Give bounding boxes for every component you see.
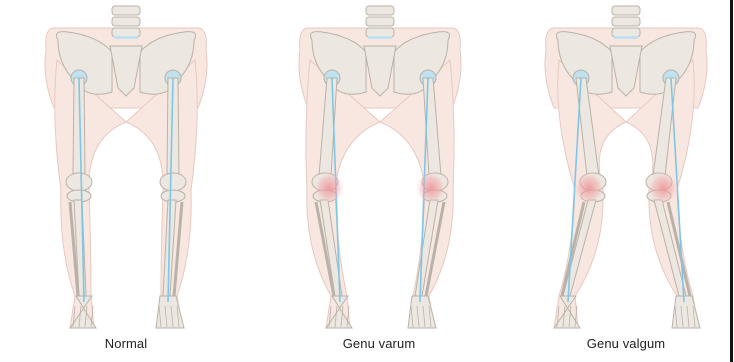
vertebra-bone: [112, 17, 140, 26]
disc: [368, 36, 392, 39]
label-genu-varum: Genu varum: [299, 336, 459, 351]
disc: [114, 36, 138, 39]
right-foot-bones: [408, 296, 436, 328]
right-knee-inflammation: [415, 171, 447, 205]
figure-normal: [45, 6, 207, 328]
vertebra-bone: [612, 17, 640, 26]
right-knee-condyle: [160, 173, 186, 191]
vertebra-bone: [112, 6, 140, 15]
label-genu-valgum: Genu valgum: [546, 336, 706, 351]
vertebra-bone: [612, 6, 640, 15]
vertebra-bone: [612, 28, 640, 37]
border-line: [730, 0, 733, 362]
right-foot-bones: [672, 296, 700, 328]
left-knee-inflammation: [573, 171, 605, 205]
right-foot-bones: [156, 296, 184, 328]
left-knee-condyle: [66, 173, 92, 191]
figure-genu-valgum: [545, 6, 707, 328]
vertebra-bone: [366, 28, 394, 37]
figure-genu-varum: [299, 6, 461, 328]
vertebra-bone: [366, 17, 394, 26]
label-normal: Normal: [46, 336, 206, 351]
disc: [614, 36, 638, 39]
vertebra-bone: [112, 28, 140, 37]
right-knee-inflammation: [647, 171, 679, 205]
vertebra-bone: [366, 6, 394, 15]
left-knee-inflammation: [313, 171, 345, 205]
